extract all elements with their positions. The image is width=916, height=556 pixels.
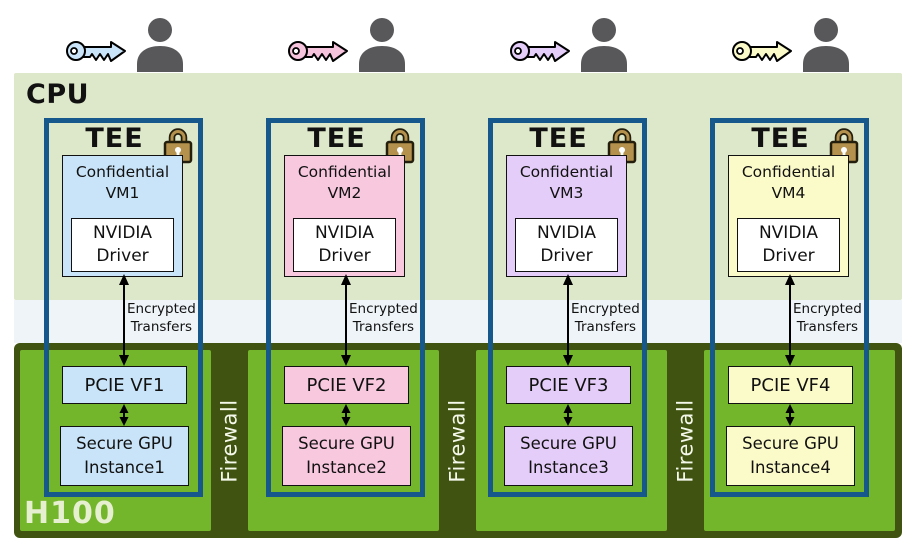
tee-box-1: TEE xyxy=(44,118,203,497)
encrypted-transfer-arrow-1 xyxy=(119,274,129,366)
pcie-gpu-arrow-4 xyxy=(785,404,795,426)
tee-label: TEE xyxy=(751,123,810,154)
tee-label: TEE xyxy=(529,123,588,154)
encrypted-transfers-label-3: Encrypted Transfers xyxy=(571,301,640,335)
nvidia-driver-box-4: NVIDIA Driver xyxy=(737,218,840,272)
vm-title: Confidential VM2 xyxy=(297,163,392,202)
secure-gpu-instance-1: Secure GPU Instance1 xyxy=(60,426,189,486)
firewall-divider-2: Firewall xyxy=(439,368,476,513)
secure-gpu-instance-4: Secure GPU Instance4 xyxy=(726,426,855,486)
encrypted-transfer-arrow-2 xyxy=(341,274,351,366)
vm-title: Confidential VM4 xyxy=(741,163,836,202)
pcie-vf-box-4: PCIE VF4 xyxy=(728,366,853,404)
encrypted-transfer-arrow-3 xyxy=(563,274,573,366)
person-icon-user4 xyxy=(803,18,849,72)
secure-gpu-instance-2: Secure GPU Instance2 xyxy=(282,426,411,486)
user-group-4 xyxy=(732,18,852,72)
encrypted-transfer-arrow-4 xyxy=(785,274,795,366)
pcie-vf-box-2: PCIE VF2 xyxy=(284,366,409,404)
vm-title: Confidential VM3 xyxy=(519,163,614,202)
nvidia-driver-box-3: NVIDIA Driver xyxy=(515,218,618,272)
vm-title: Confidential VM1 xyxy=(75,163,170,202)
person-icon-user3 xyxy=(581,18,627,72)
cpu-label: CPU xyxy=(26,79,90,110)
secure-gpu-instance-3: Secure GPU Instance3 xyxy=(504,426,633,486)
pcie-gpu-arrow-2 xyxy=(341,404,351,426)
nvidia-driver-box-1: NVIDIA Driver xyxy=(71,218,174,272)
person-icon-user1 xyxy=(137,18,183,72)
user-group-3 xyxy=(510,18,630,72)
pcie-vf-box-1: PCIE VF1 xyxy=(62,366,187,404)
pcie-gpu-arrow-1 xyxy=(119,404,129,426)
encrypted-transfers-label-4: Encrypted Transfers xyxy=(793,301,862,335)
pcie-gpu-arrow-3 xyxy=(563,404,573,426)
firewall-label: Firewall xyxy=(217,398,242,483)
pcie-vf-box-3: PCIE VF3 xyxy=(506,366,631,404)
h100-label: H100 xyxy=(24,496,116,531)
encrypted-transfers-label-2: Encrypted Transfers xyxy=(349,301,418,335)
user-group-2 xyxy=(288,18,408,72)
firewall-divider-3: Firewall xyxy=(667,368,704,513)
encrypted-transfers-label-1: Encrypted Transfers xyxy=(127,301,196,335)
key-icon-user2 xyxy=(288,41,348,62)
firewall-label: Firewall xyxy=(673,398,698,483)
encrypted-transfer-gap xyxy=(14,300,902,343)
key-icon-user3 xyxy=(510,41,570,62)
firewall-label: Firewall xyxy=(445,398,470,483)
tee-label: TEE xyxy=(307,123,366,154)
firewall-divider-1: Firewall xyxy=(211,368,248,513)
tee-label: TEE xyxy=(85,123,144,154)
key-icon-user1 xyxy=(66,41,126,62)
user-group-1 xyxy=(66,18,186,72)
nvidia-driver-box-2: NVIDIA Driver xyxy=(293,218,396,272)
person-icon-user2 xyxy=(359,18,405,72)
key-icon-user4 xyxy=(732,41,792,62)
